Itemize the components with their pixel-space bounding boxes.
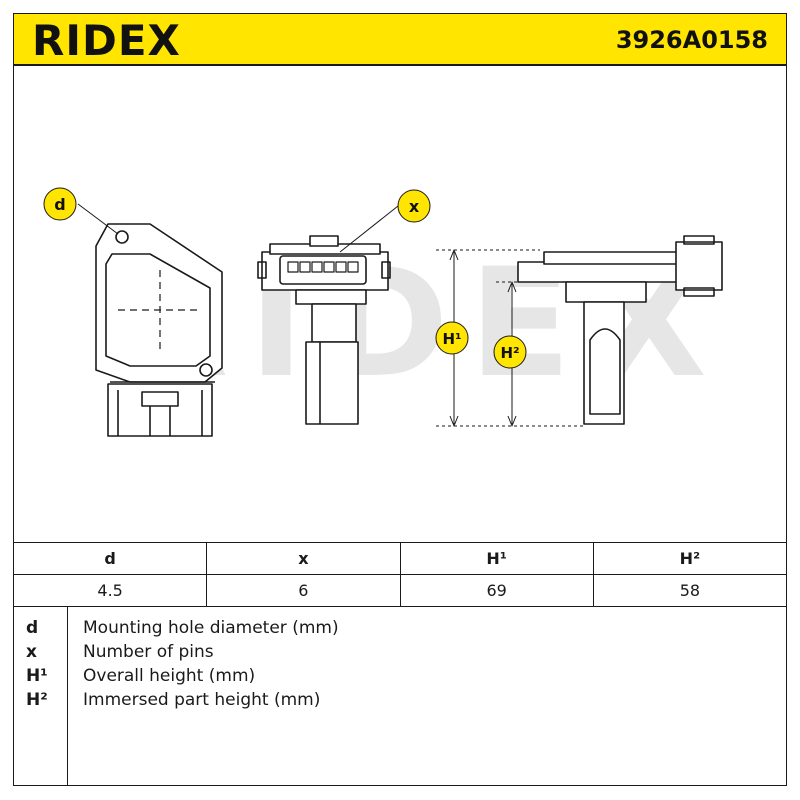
svg-text:H²: H² (500, 344, 519, 362)
legend-desc: Immersed part height (mm) (83, 690, 321, 710)
callout-x: x (397, 189, 431, 223)
legend-desc: Mounting hole diameter (mm) (83, 618, 339, 638)
sensor-profile-view (517, 235, 723, 425)
part-number: 3926A0158 (615, 26, 768, 54)
spec-header-row: d x H¹ H² (12, 542, 788, 575)
spec-value-h1: 69 (399, 574, 594, 607)
legend-key: d (26, 618, 39, 638)
svg-text:d: d (54, 195, 65, 214)
legend-divider (67, 607, 68, 786)
spec-header-h1: H¹ (399, 542, 594, 575)
callout-h2: H² (493, 335, 527, 369)
sensor-front-view (95, 223, 223, 437)
svg-text:x: x (409, 197, 420, 216)
technical-drawing: RIDEX (43, 187, 723, 437)
spec-value-row: 4.5 6 69 58 (12, 574, 788, 607)
legend-row-d: d Mounting hole diameter (mm) (13, 618, 787, 642)
legend-row-h1: H¹ Overall height (mm) (13, 666, 787, 690)
drawing-frame (13, 66, 787, 786)
header-bar: RIDEX 3926A0158 (13, 13, 787, 66)
spec-header-d: d (12, 542, 208, 575)
legend-row-x: x Number of pins (13, 642, 787, 666)
legend: d Mounting hole diameter (mm) x Number o… (13, 618, 787, 714)
callout-d: d (43, 187, 77, 221)
legend-key: H¹ (26, 666, 48, 686)
spec-table: d x H¹ H² 4.5 6 69 58 (12, 542, 788, 607)
brand-logo: RIDEX (32, 16, 181, 65)
legend-bottom-border (13, 785, 787, 786)
spec-value-h2: 58 (592, 574, 788, 607)
spec-header-h2: H² (592, 542, 788, 575)
legend-desc: Overall height (mm) (83, 666, 256, 686)
spec-value-d: 4.5 (12, 574, 208, 607)
spec-value-x: 6 (206, 574, 401, 607)
legend-row-h2: H² Immersed part height (mm) (13, 690, 787, 714)
spec-header-x: x (206, 542, 401, 575)
sensor-side-view (257, 235, 391, 425)
leader-x (339, 205, 399, 253)
legend-desc: Number of pins (83, 642, 214, 662)
legend-key: x (26, 642, 37, 662)
legend-key: H² (26, 690, 48, 710)
leader-d (77, 203, 119, 235)
callout-h1: H¹ (435, 321, 469, 355)
svg-text:H¹: H¹ (442, 330, 461, 348)
